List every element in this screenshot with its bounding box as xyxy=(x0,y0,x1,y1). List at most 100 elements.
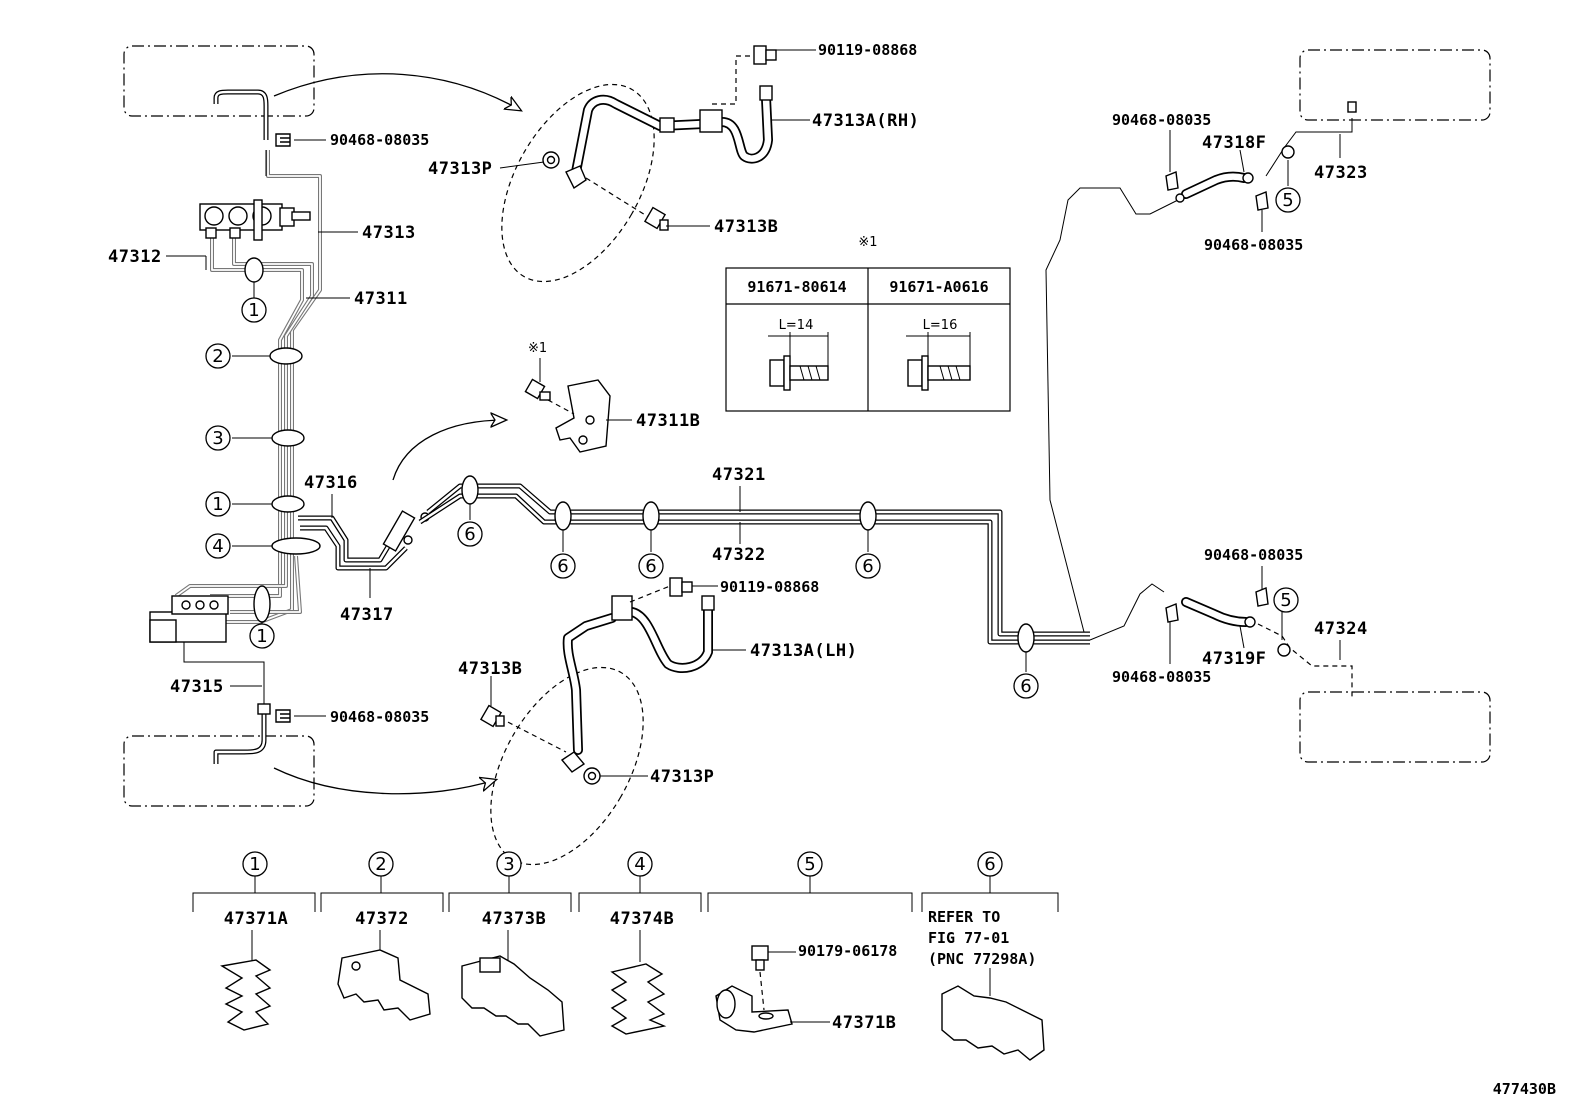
callout-5-top: 5 xyxy=(1275,187,1301,213)
tube-rear-left xyxy=(1089,583,1165,641)
svg-text:5: 5 xyxy=(1282,190,1293,211)
bolt-table-title: ※1 xyxy=(858,235,877,250)
abs-actuator xyxy=(149,595,229,643)
svg-text:6: 6 xyxy=(557,556,568,577)
bolt-91671-80614-icon xyxy=(768,332,829,391)
label-47317: 47317 xyxy=(340,605,394,625)
svg-text:3: 3 xyxy=(503,854,514,875)
label-90468-08035-br1: 90468-08035 xyxy=(1204,546,1303,564)
legend-item-5: 5 90179-06178 47371B xyxy=(707,851,913,1033)
legend-item-3: 3 47373B xyxy=(448,851,572,1037)
label-47318F: 47318F xyxy=(1202,133,1266,153)
wheel-area-box-front-left xyxy=(123,735,315,807)
tube-rear-right xyxy=(1045,187,1179,633)
label-47322: 47322 xyxy=(712,545,766,565)
clip-rear-right-a xyxy=(1165,171,1179,191)
label-47313B-top: 47313B xyxy=(714,217,778,237)
callout-4: 4 xyxy=(205,533,231,559)
callout-6-a: 6 xyxy=(457,521,483,547)
flex-hose-front-right xyxy=(565,85,773,190)
bolt-47313B-top-leader xyxy=(585,177,651,219)
union-47324 xyxy=(1277,643,1291,657)
label-47312: 47312 xyxy=(108,247,162,267)
clip-front-left-90468 xyxy=(275,709,291,723)
label-90468-08035-br2: 90468-08035 xyxy=(1112,668,1211,686)
arrow-to-front-left-hose xyxy=(273,767,495,795)
clamp-6-d xyxy=(859,501,877,531)
label-90468-08035-tr2: 90468-08035 xyxy=(1204,236,1303,254)
figure-id: 477430B xyxy=(1493,1080,1556,1098)
legend-part-47371B: 47371B xyxy=(832,1013,896,1033)
bolt-note1 xyxy=(524,378,551,401)
clamp-1-lower xyxy=(253,585,271,623)
flex-hose-rear-left xyxy=(1181,597,1256,628)
bolt-table-length-1: L=14 xyxy=(779,318,814,333)
union-bolt-front-left xyxy=(257,703,271,715)
callout-2: 2 xyxy=(205,343,231,369)
tube-47324 xyxy=(1257,623,1353,698)
label-90468-08035-bl: 90468-08035 xyxy=(330,708,429,726)
callout-3: 3 xyxy=(205,425,231,451)
bolt-47313B-bot xyxy=(479,704,505,728)
legend-item-2: 2 47372 xyxy=(320,851,444,1021)
svg-text:4: 4 xyxy=(634,854,645,875)
label-47313P-bot: 47313P xyxy=(650,767,714,787)
clamp-3 xyxy=(271,429,305,447)
bolt-90119-08868-mid xyxy=(669,577,693,597)
svg-text:3: 3 xyxy=(212,428,223,449)
clip-rear-left-a xyxy=(1165,603,1179,623)
svg-text:6: 6 xyxy=(1020,676,1031,697)
union-rear-right-top xyxy=(1347,101,1357,113)
arrow-to-front-right-hose xyxy=(273,73,520,110)
svg-text:6: 6 xyxy=(984,854,995,875)
label-47313A-RH: 47313A(RH) xyxy=(812,111,919,131)
clamp-4 xyxy=(271,537,321,555)
label-47316: 47316 xyxy=(304,473,358,493)
bolt-table-part-1: 91671-80614 xyxy=(747,278,846,296)
label-47313A-LH: 47313A(LH) xyxy=(750,641,857,661)
clamp-6-e xyxy=(1017,623,1035,653)
label-90119-08868-top: 90119-08868 xyxy=(818,41,917,59)
label-47313B-bot: 47313B xyxy=(458,659,522,679)
clip-rear-right-b xyxy=(1255,191,1269,211)
tube-47315 xyxy=(183,642,265,712)
three-way-joint xyxy=(382,510,430,552)
bolt-table-length-2: L=16 xyxy=(923,318,958,333)
callout-6-e: 6 xyxy=(1013,673,1039,699)
union-47323 xyxy=(1281,145,1295,159)
wheel-area-box-rear-right xyxy=(1299,49,1491,121)
legend-item-1: 1 47371A xyxy=(192,851,316,1031)
label-47315: 47315 xyxy=(170,677,224,697)
arrow-to-bracket xyxy=(392,420,505,481)
label-47313: 47313 xyxy=(362,223,416,243)
label-47324: 47324 xyxy=(1314,619,1368,639)
bolt-note1-leader xyxy=(547,399,575,415)
clip-rear-left-b xyxy=(1255,587,1269,607)
clamp-2 xyxy=(269,347,303,365)
label-90119-08868-mid: 90119-08868 xyxy=(720,578,819,596)
wheel-area-box-front-right xyxy=(123,45,315,117)
callout-5-bot: 5 xyxy=(1273,587,1299,613)
svg-text:1: 1 xyxy=(249,854,260,875)
bolt-table: ※1 91671-80614 91671-A0616 L=14 L=16 xyxy=(725,235,1011,412)
legend-refer-line-3: (PNC 77298A) xyxy=(928,950,1036,968)
svg-text:6: 6 xyxy=(862,556,873,577)
legend-part-47374B: 47374B xyxy=(610,909,674,929)
legend-item-4: 4 47374B xyxy=(578,851,702,1035)
clip-front-right-90468 xyxy=(275,133,291,147)
clamp-6-a xyxy=(461,475,479,505)
flex-hose-front-left xyxy=(560,595,715,773)
callout-1-lower: 1 xyxy=(249,623,275,649)
front-left-wheel-tube xyxy=(213,712,267,764)
bolt-47313B-bot-leader xyxy=(499,717,567,753)
bolt-47313B-top xyxy=(643,206,669,231)
label-note1-bolt: ※1 xyxy=(528,341,547,356)
bolt-90119-08868-mid-leader xyxy=(629,585,671,603)
master-cylinder-47312 xyxy=(199,199,311,241)
clip-47313P-bot xyxy=(583,767,601,785)
svg-text:2: 2 xyxy=(212,346,223,367)
legend-refer-line-1: REFER TO xyxy=(928,908,1000,926)
legend-part-47372: 47372 xyxy=(355,909,409,929)
callout-1-mid: 1 xyxy=(205,491,231,517)
callout-6-b: 6 xyxy=(550,553,576,579)
